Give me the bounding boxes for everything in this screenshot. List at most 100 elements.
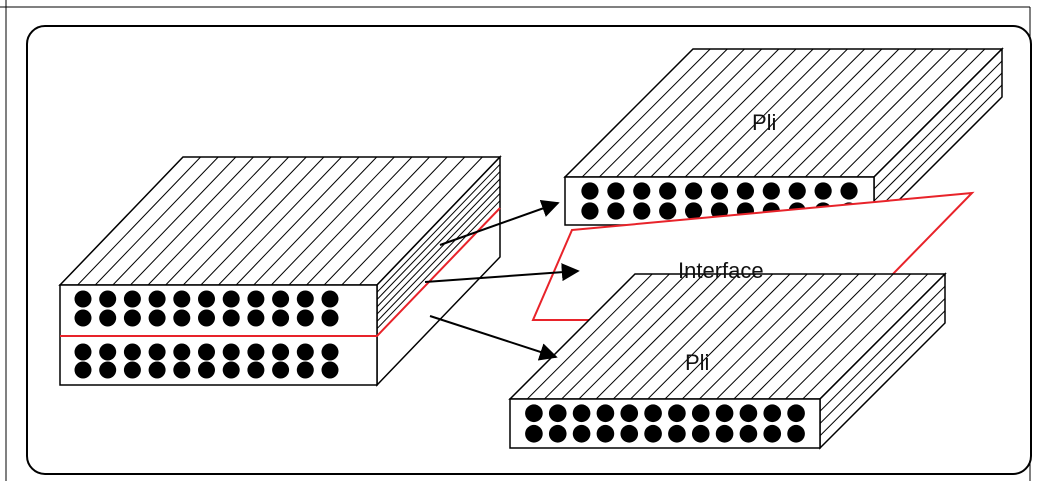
stack-top-stripe bbox=[77, 156, 201, 286]
stack-fiber bbox=[123, 309, 141, 327]
stack-fiber bbox=[247, 361, 265, 379]
stack-top-stripe bbox=[270, 156, 395, 286]
top-ply-fiber bbox=[581, 202, 599, 220]
bottom-ply-side-stripes bbox=[819, 285, 946, 437]
bottom-ply-top-stripe bbox=[664, 273, 791, 400]
stack-top-stripe bbox=[182, 156, 307, 286]
bottom-ply-top-stripe bbox=[526, 273, 653, 400]
top-ply-top-stripe bbox=[667, 48, 797, 178]
stack-top-stripe bbox=[306, 156, 430, 286]
stack-fiber bbox=[272, 309, 290, 327]
bottom-ply-top-stripes bbox=[526, 273, 929, 400]
bottom-ply-top-stripe bbox=[578, 273, 705, 400]
stack-side-stripe bbox=[376, 185, 501, 315]
arrow-to-interface bbox=[424, 263, 580, 283]
stack-top-stripe bbox=[253, 156, 378, 286]
top-ply-fiber bbox=[581, 182, 599, 200]
top-ply-side-stripes bbox=[873, 60, 1003, 214]
arrow-to-top-ply bbox=[439, 199, 560, 246]
top-ply-fiber bbox=[710, 182, 729, 200]
stack-top-stripes bbox=[77, 156, 483, 286]
top-ply-top-stripe bbox=[804, 48, 934, 178]
top-ply-top-stripe bbox=[581, 48, 711, 178]
stack-fiber bbox=[99, 290, 117, 308]
bottom-ply-fiber bbox=[668, 404, 686, 423]
stack-fiber bbox=[321, 290, 339, 308]
top-ply-fiber bbox=[607, 202, 625, 220]
stack-top-stripe bbox=[341, 156, 466, 286]
stack-fiber bbox=[222, 309, 240, 327]
stack-top-stripe bbox=[147, 156, 272, 286]
bottom-ply-label: Pli bbox=[685, 350, 709, 375]
stack-fiber bbox=[99, 309, 117, 327]
stack-fiber bbox=[272, 290, 290, 308]
bottom-ply-top-stripe bbox=[767, 273, 894, 400]
stack-fiber bbox=[198, 361, 215, 379]
stack-fiber bbox=[74, 361, 92, 379]
stack-fiber bbox=[247, 290, 265, 308]
top-ply-fiber bbox=[633, 202, 651, 220]
top-ply-top-stripe bbox=[633, 48, 763, 178]
top-ply-fiber bbox=[684, 182, 703, 200]
stack-interface-line bbox=[60, 207, 501, 337]
stack-side-stripe bbox=[376, 171, 501, 300]
bottom-ply-top-stripe bbox=[612, 273, 739, 400]
stack-side-stripe bbox=[376, 200, 501, 330]
bottom-ply bbox=[508, 272, 947, 450]
arrow-to-bottom-ply bbox=[429, 315, 558, 361]
top-ply-top-stripe bbox=[753, 48, 883, 178]
stack-fiber bbox=[74, 309, 92, 327]
bottom-ply-top-stripe bbox=[544, 273, 670, 400]
stack-fiber bbox=[173, 290, 191, 308]
stack-fiber bbox=[321, 361, 339, 379]
stack-fiber bbox=[173, 361, 191, 379]
bottom-ply-fiber bbox=[668, 424, 686, 443]
bottom-ply-fiber bbox=[739, 404, 758, 423]
stack-fiber bbox=[296, 309, 314, 327]
bottom-ply-fiber bbox=[644, 404, 662, 423]
stack-fiber bbox=[272, 361, 290, 379]
bottom-ply-top-stripe bbox=[681, 273, 808, 400]
bottom-ply-fiber bbox=[548, 404, 567, 423]
bottom-ply-side-stripe bbox=[819, 285, 946, 412]
stack-fiber bbox=[148, 309, 166, 327]
stack-side-stripe bbox=[376, 163, 501, 293]
top-ply-top-stripe bbox=[787, 48, 917, 178]
top-ply-top-stripe bbox=[684, 48, 814, 178]
top-ply-fiber bbox=[814, 182, 832, 200]
top-ply-fiber bbox=[659, 182, 677, 200]
bottom-ply-fiber bbox=[739, 424, 758, 443]
top-ply-top-stripe bbox=[839, 48, 969, 178]
top-ply-top-stripe bbox=[616, 48, 745, 178]
stack-fiber bbox=[99, 343, 117, 361]
stack-fiber bbox=[123, 290, 141, 308]
bottom-ply-top-stripe bbox=[561, 273, 688, 400]
top-ply-top-stripe bbox=[701, 48, 831, 178]
bottom-ply-top-stripe bbox=[647, 273, 774, 400]
bottom-ply-side-stripe bbox=[819, 310, 946, 437]
top-ply-top-stripes bbox=[581, 48, 986, 178]
interface-label: Interface bbox=[678, 258, 764, 283]
top-ply-fiber bbox=[633, 182, 651, 200]
stack-fiber bbox=[198, 290, 215, 308]
bottom-ply-top-stripe bbox=[802, 273, 929, 400]
bottom-ply-fiber bbox=[644, 424, 662, 443]
bottom-ply-fiber bbox=[572, 424, 591, 443]
stack-fiber bbox=[198, 309, 215, 327]
top-ply-fiber bbox=[788, 182, 806, 200]
top-ply-side-stripe bbox=[873, 72, 1003, 202]
top-ply-fiber bbox=[684, 202, 703, 220]
stack-side-stripe bbox=[376, 178, 501, 308]
top-ply-top-stripe bbox=[598, 48, 728, 178]
bottom-ply-fiber bbox=[596, 424, 615, 443]
stack-fiber bbox=[222, 290, 240, 308]
stack-fiber bbox=[123, 343, 141, 361]
stack-fiber bbox=[296, 343, 314, 361]
top-ply-top-stripe bbox=[770, 48, 900, 178]
bottom-ply-fiber bbox=[525, 404, 543, 423]
top-ply-fiber bbox=[736, 182, 755, 200]
stack-fiber bbox=[173, 309, 191, 327]
top-ply-top-stripe bbox=[650, 48, 780, 178]
stack-top-stripe bbox=[112, 156, 237, 286]
